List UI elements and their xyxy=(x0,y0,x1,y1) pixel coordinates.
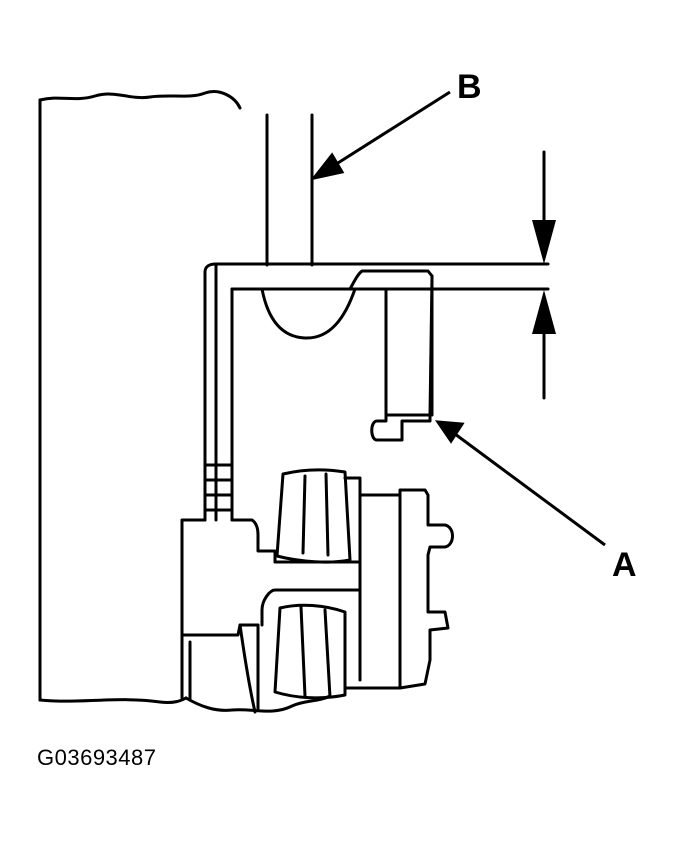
clearance-arrow-up-head xyxy=(532,290,556,334)
housing-torn-top-edge xyxy=(40,92,240,108)
callout-label-b: B xyxy=(457,68,482,106)
housing-torn-bottom-right xyxy=(186,696,330,711)
cup-recess xyxy=(262,289,355,338)
leader-line-b xyxy=(330,92,450,168)
shaft-b xyxy=(267,115,312,265)
upper-roller-bearing xyxy=(277,470,350,562)
leader-line-a xyxy=(455,434,605,545)
lower-roller-bearing xyxy=(275,605,345,698)
leader-arrow-a-head xyxy=(438,422,462,441)
cup-recess-right-wall xyxy=(350,271,432,289)
flange-plate xyxy=(205,264,548,289)
shim-part-a xyxy=(372,276,432,440)
figure-id: G03693487 xyxy=(37,745,157,770)
callout-label-a: A xyxy=(612,546,637,584)
housing-torn-bottom-edge xyxy=(40,698,186,703)
leader-arrow-b-head xyxy=(314,155,342,178)
housing-outline xyxy=(40,92,330,712)
clearance-arrow-down-head xyxy=(532,220,556,264)
side-wall xyxy=(205,272,232,520)
gear-hub xyxy=(182,470,453,712)
